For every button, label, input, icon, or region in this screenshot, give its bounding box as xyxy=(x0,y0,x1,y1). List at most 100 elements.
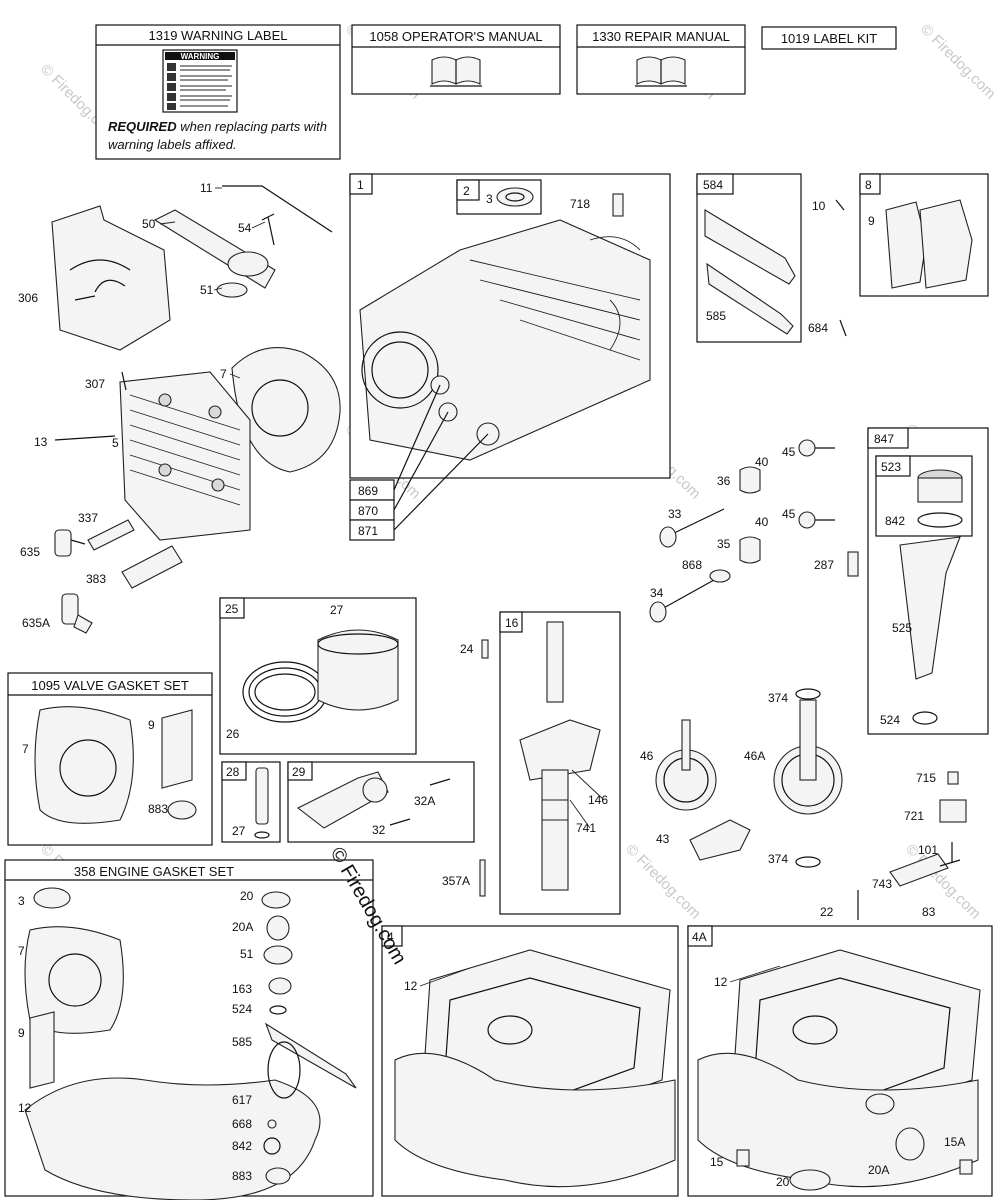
callout: 12 xyxy=(714,975,728,989)
callout: 46 xyxy=(640,749,654,763)
book-icon xyxy=(635,56,687,87)
group-label: 1 xyxy=(357,178,364,192)
group-label: 4 xyxy=(387,930,394,944)
callout: 374 xyxy=(768,691,788,705)
pin-group-28 xyxy=(221,761,281,843)
key-24 xyxy=(481,639,489,659)
callout: 15A xyxy=(944,1135,965,1149)
warning-sticker-text: WARNING xyxy=(181,52,220,61)
callout: 101 xyxy=(918,843,938,857)
callout: 24 xyxy=(460,642,474,656)
breather-group-584 xyxy=(696,173,802,343)
callout: 7 xyxy=(18,944,25,958)
callout: 883 xyxy=(148,802,168,816)
callout: 50 xyxy=(142,217,156,231)
warning-label-title: 1319 WARNING LABEL xyxy=(149,28,288,43)
callout: 35 xyxy=(717,537,731,551)
valve-gasket-set-title: 1095 VALVE GASKET SET xyxy=(31,678,189,693)
callout: 20 xyxy=(776,1175,790,1189)
callout: 374 xyxy=(768,852,788,866)
callout: 718 xyxy=(570,197,590,211)
engine-gasket-set-358: 358 ENGINE GASKET SET xyxy=(4,859,374,1200)
valve-train xyxy=(649,439,859,623)
operator-manual-title: 1058 OPERATOR'S MANUAL xyxy=(369,29,542,44)
screw-10 xyxy=(835,199,845,211)
callout: 721 xyxy=(904,809,924,823)
group-label: 29 xyxy=(292,765,306,779)
group-label: 16 xyxy=(505,616,519,630)
callout: 20 xyxy=(240,889,254,903)
callout: 743 xyxy=(872,877,892,891)
callout: 51 xyxy=(200,283,214,297)
group-label: 847 xyxy=(874,432,894,446)
valve-gasket-set-1095: 1095 VALVE GASKET SET xyxy=(7,672,213,846)
book-icon xyxy=(430,56,482,87)
callout: 32A xyxy=(414,794,435,808)
callout: 33 xyxy=(668,507,682,521)
clamp-51 xyxy=(216,251,269,298)
callout: 54 xyxy=(238,221,252,235)
callout: 32 xyxy=(372,823,386,837)
group-label: 8 xyxy=(865,178,872,192)
callout: 871 xyxy=(358,524,378,538)
callout: 5 xyxy=(112,436,119,450)
terminal-635A xyxy=(61,593,93,634)
pin-357A xyxy=(479,859,486,897)
callout: 883 xyxy=(232,1169,252,1183)
callout: 617 xyxy=(232,1093,252,1107)
callout: 357A xyxy=(442,874,470,888)
cylinder-block-group-1 xyxy=(349,173,671,541)
callout-labels: 11 50 54 51 306 307 7 13 5 337 635 383 6… xyxy=(18,181,965,1189)
callout: 36 xyxy=(717,474,731,488)
callout: 43 xyxy=(656,832,670,846)
group-labels: 1 2 584 8 25 28 29 16 847 523 4 4A xyxy=(225,178,901,944)
callout: 635A xyxy=(22,616,50,630)
callout: 13 xyxy=(34,435,48,449)
callout: 635 xyxy=(20,545,40,559)
callout: 9 xyxy=(148,718,155,732)
callout: 20A xyxy=(232,920,253,934)
callout: 15 xyxy=(710,1155,724,1169)
sump-group-4 xyxy=(381,925,679,1197)
group-label: 28 xyxy=(226,765,240,779)
callout: 306 xyxy=(18,291,38,305)
callout: 842 xyxy=(885,514,905,528)
repair-manual-title: 1330 REPAIR MANUAL xyxy=(592,29,730,44)
callout: 163 xyxy=(232,982,252,996)
leader-lines xyxy=(159,187,781,987)
module-383 xyxy=(121,545,183,589)
bolt-54 xyxy=(261,213,275,246)
callout: 7 xyxy=(22,742,29,756)
callout: 7 xyxy=(220,367,227,381)
callout: 10 xyxy=(812,199,826,213)
watermark: © Firedog.com xyxy=(902,841,984,923)
callout: 27 xyxy=(330,603,344,617)
spark-plug-337 xyxy=(87,519,135,551)
callout: 741 xyxy=(576,821,596,835)
required-note-bold: REQUIRED xyxy=(108,119,177,134)
callout: 524 xyxy=(232,1002,252,1016)
callout: 585 xyxy=(232,1035,252,1049)
callout: 585 xyxy=(706,309,726,323)
heat-shield-306 xyxy=(51,205,171,351)
cover-group-8 xyxy=(859,173,989,297)
label-kit-box: 1019 LABEL KIT xyxy=(761,26,897,50)
repair-manual-box: 1330 REPAIR MANUAL xyxy=(576,24,746,95)
callout: 307 xyxy=(85,377,105,391)
bolt-684 xyxy=(839,319,847,337)
head-gasket-7 xyxy=(231,347,341,473)
rod-group-29 xyxy=(287,761,475,843)
callout: 3 xyxy=(18,894,25,908)
callout: 869 xyxy=(358,484,378,498)
callout: 668 xyxy=(232,1117,252,1131)
callout: 868 xyxy=(682,558,702,572)
bolt-13 xyxy=(54,435,116,441)
watermark: © Firedog.com xyxy=(622,841,704,923)
required-note-text: when replacing parts with warning labels… xyxy=(108,119,327,152)
callout: 525 xyxy=(892,621,912,635)
callout: 26 xyxy=(226,727,240,741)
callout: 45 xyxy=(782,507,796,521)
bolt-307 xyxy=(121,371,127,391)
callout: 12 xyxy=(18,1101,32,1115)
callout: 9 xyxy=(18,1026,25,1040)
